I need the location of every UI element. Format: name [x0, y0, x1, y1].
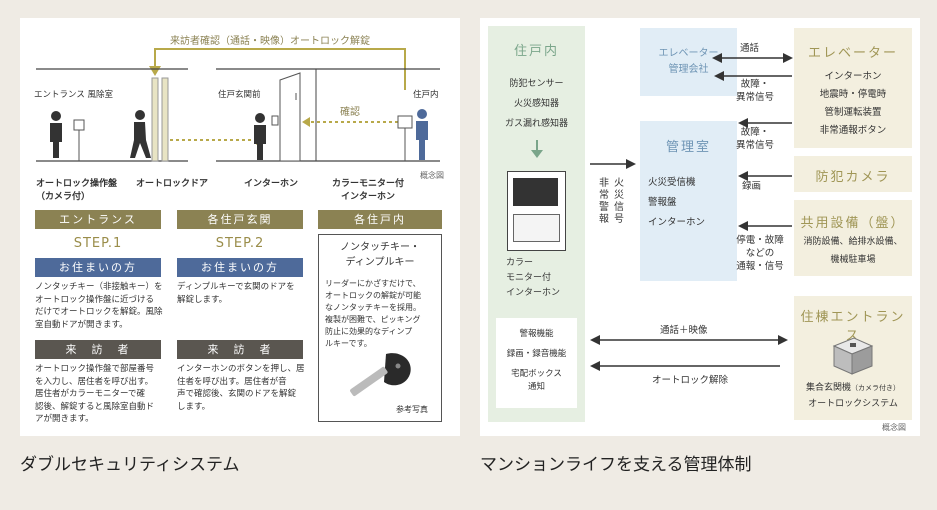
entrance-system-label: オートロックシステム — [808, 399, 898, 409]
unit-front-label: 住戸玄関前 — [218, 90, 261, 100]
monitor-label: カラー モニター付 インターホン — [506, 258, 561, 298]
management-arrows — [590, 53, 793, 371]
arrow-call-label: 通話 — [740, 43, 760, 54]
walking-figure — [135, 110, 145, 120]
double-security-panel: 来訪者確認（通話・映像）オートロック解錠 確認 エントランス 風除室 住戸玄関前… — [20, 18, 460, 436]
unit-to-control-arrow — [590, 159, 636, 169]
shared-box — [794, 200, 912, 276]
elevator-title: エレベーター — [807, 46, 898, 61]
step1-label: STEP.1 — [73, 236, 123, 251]
camera-title: 防犯カメラ — [815, 170, 891, 185]
control-item-2: インターホン — [648, 217, 706, 228]
key-title: ノンタッチキー・ ディンプルキー — [340, 242, 420, 268]
step2-label: STEP.2 — [215, 236, 265, 251]
control-room-title: 管理室 — [665, 140, 711, 155]
unit-sub-box — [496, 318, 577, 408]
unit-inside-label: 住戸内 — [413, 90, 439, 100]
photo-note: 参考写真 — [396, 405, 428, 414]
sub-item-0: 警報機能 — [519, 329, 554, 339]
key-text: リーダーにかざすだけで、 オートロックの解錠が可能 なノンタッチキーを採用。 複… — [325, 279, 421, 348]
elevator-box — [794, 28, 912, 148]
entrance-device-icon — [832, 337, 874, 375]
resident-text-2: ディンプルキーで玄関のドアを 解錠します。 — [177, 282, 295, 305]
control-room-box — [640, 121, 737, 281]
shared-title: 共用設備（盤） — [800, 216, 906, 231]
control-item-1: 警報盤 — [648, 197, 677, 208]
unit-item-2: ガス漏れ感知器 — [504, 119, 568, 129]
visitor-band-2: 来 訪 者 — [177, 340, 303, 359]
management-panel: 住戸内 防犯センサー 火災感知器 ガス漏れ感知器 カラー モニター付 インターホ… — [480, 18, 920, 436]
monitor-button-row — [513, 214, 560, 242]
resident-text-1: ノンタッチキー（非接触キー）を オートロック操作盤に近づける だけでオートロック… — [35, 282, 163, 330]
sub-item-1: 録画・録音機能 — [506, 349, 567, 359]
arrow-power-label: 停電・故障 などの 通報・信号 — [736, 235, 784, 272]
panel-label: オートロック操作盤 （カメラ付） — [36, 179, 118, 202]
elevator-item-2: 管制運転装置 — [824, 107, 882, 118]
monitor-label: カラーモニター付 インターホン — [332, 179, 405, 202]
device-note: （カメラ付き） — [851, 384, 901, 392]
resident-figure — [51, 111, 61, 121]
elevator-item-3: 非常通報ボタン — [819, 125, 887, 136]
shared-item-0: 消防設備、給排水設備、 — [803, 237, 903, 247]
shared-item-1: 機械駐車場 — [830, 255, 876, 265]
monitor-screen — [513, 178, 558, 206]
arrow-recording-label: 録画 — [742, 181, 762, 192]
unit-inside-band: 各住戸内 — [318, 210, 442, 229]
flow-title: 来訪者確認（通話・映像）オートロック解錠 — [166, 35, 374, 48]
intercom-label: インターホン — [244, 179, 299, 189]
key-icon — [350, 353, 411, 396]
security-flow-illustration — [36, 48, 440, 162]
elevator-item-0: インターホン — [824, 71, 882, 82]
unit-title: 住戸内 — [513, 44, 559, 59]
resident-band-1: お住まいの方 — [35, 258, 161, 277]
arrow-fault1-label: 故障・ 異常信号 — [735, 79, 774, 103]
device-label: 集合玄関機 — [806, 383, 852, 393]
camera-box — [794, 156, 912, 192]
down-arrow-icon — [531, 140, 543, 158]
right-caption: マンションライフを支える管理体制 — [480, 455, 752, 475]
arrow-call-video-label: 通話＋映像 — [660, 325, 708, 336]
concept-note: 概念図 — [420, 171, 444, 180]
resident-band-2: お住まいの方 — [177, 258, 303, 277]
confirm-label: 確認 — [340, 107, 360, 118]
sub-item-2: 宅配ボックス 通知 — [511, 369, 562, 392]
entrance-hall-label: エントランス 風除室 — [34, 90, 114, 100]
visitor-text-1: オートロック操作盤で部屋番号 を入力し、居住者を呼び出す。 居住者がカラーモニタ… — [35, 364, 155, 424]
door-label: オートロックドア — [136, 179, 209, 189]
arrow-autolock-label: オートロック解除 — [652, 375, 729, 386]
control-item-0: 火災受信機 — [648, 177, 696, 188]
emergency-alarm-label: 非常警報 — [599, 178, 609, 225]
key-info-box — [318, 234, 442, 422]
unit-door-band: 各住戸玄関 — [177, 210, 303, 229]
unit-item-1: 火災感知器 — [513, 99, 559, 109]
visitor-band-1: 来 訪 者 — [35, 340, 161, 359]
right-concept-note: 概念図 — [882, 423, 906, 432]
entrance-band: エントランス — [35, 210, 161, 229]
left-caption: ダブルセキュリティシステム — [20, 455, 240, 475]
unit-item-0: 防犯センサー — [509, 79, 564, 89]
elevator-item-1: 地震時・停電時 — [819, 89, 887, 100]
entrance-device-label: 集合玄関機（カメラ付き） — [806, 382, 900, 395]
visitor-text-2: インターホンのボタンを押し、居 住者を呼び出す。居住者が音 声で確認後、玄関のド… — [177, 364, 305, 412]
arrow-fault2-label: 故障・ 異常信号 — [735, 127, 774, 151]
fire-signal-label: 火災信号 — [614, 178, 624, 225]
elevator-company-label: エレベーター 管理会社 — [658, 48, 719, 75]
